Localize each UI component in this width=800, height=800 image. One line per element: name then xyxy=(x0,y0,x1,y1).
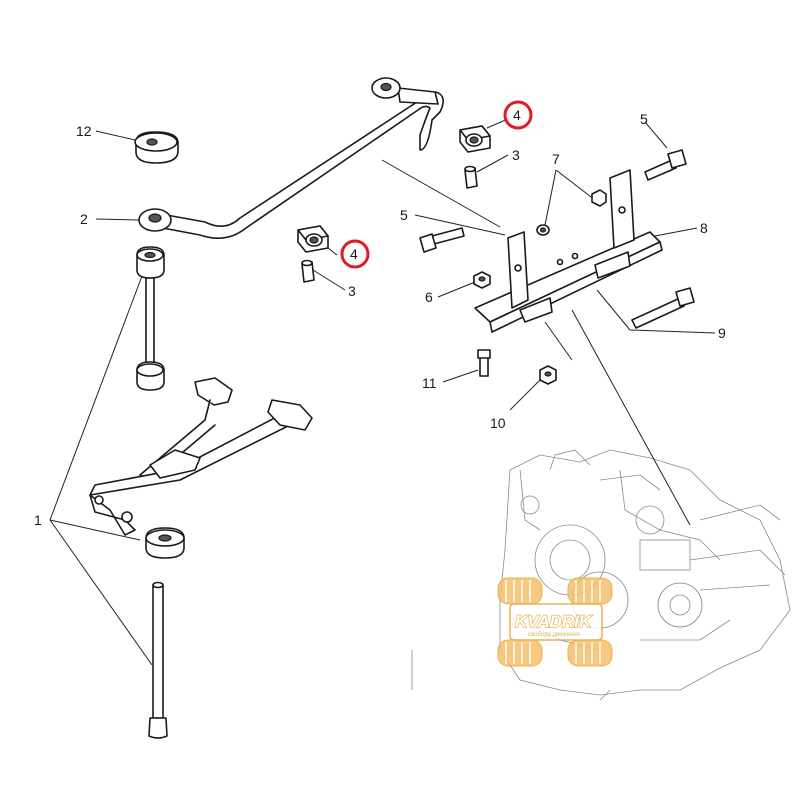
callout-6: 6 xyxy=(425,289,433,305)
clamp-part-4-left xyxy=(297,225,329,253)
bolt-part-5-right xyxy=(644,149,687,181)
stabilizer-bar-part-2 xyxy=(138,77,444,240)
link-rod-assembly-part-1 xyxy=(136,246,185,739)
callout-3-left: 3 xyxy=(348,283,356,299)
callout-12: 12 xyxy=(76,123,92,139)
callout-1: 1 xyxy=(34,512,42,528)
nut-part-7 xyxy=(536,189,607,236)
highlight-ring-4-left xyxy=(340,239,370,269)
callout-11: 11 xyxy=(422,375,437,391)
callout-4-left: 4 xyxy=(350,246,358,262)
kvadrik-watermark-logo: KVADRIK свобода движения xyxy=(497,577,613,667)
suspension-arm-drawing xyxy=(89,377,313,536)
watermark-tagline: свобода движения xyxy=(528,632,580,638)
callout-10: 10 xyxy=(490,415,506,431)
highlight-ring-4-right xyxy=(503,100,533,130)
callout-2: 2 xyxy=(80,211,88,227)
sleeve-part-3-right xyxy=(464,165,478,189)
bolt-part-9 xyxy=(631,287,695,329)
sleeve-part-3-left xyxy=(301,259,315,283)
nut-part-10 xyxy=(539,365,557,385)
callout-5-left: 5 xyxy=(400,207,408,223)
bushing-part-12 xyxy=(134,131,179,164)
bracket-frame-part-8 xyxy=(474,169,663,333)
watermark-brand: KVADRIK xyxy=(515,612,593,631)
nut-part-6 xyxy=(473,271,491,289)
callout-8: 8 xyxy=(700,220,708,236)
clamp-part-4-right xyxy=(459,125,491,153)
callout-labels: 1 2 12 3 3 5 5 6 7 8 9 10 11 4 4 xyxy=(34,100,726,528)
callout-4-right: 4 xyxy=(513,107,521,123)
callout-5-right: 5 xyxy=(640,111,648,127)
callout-7: 7 xyxy=(552,151,560,167)
callout-9: 9 xyxy=(718,325,726,341)
callout-3-right: 3 xyxy=(512,147,520,163)
bolt-part-11 xyxy=(477,349,491,377)
leader-lines xyxy=(49,117,716,666)
bolt-part-5-left xyxy=(419,227,465,253)
